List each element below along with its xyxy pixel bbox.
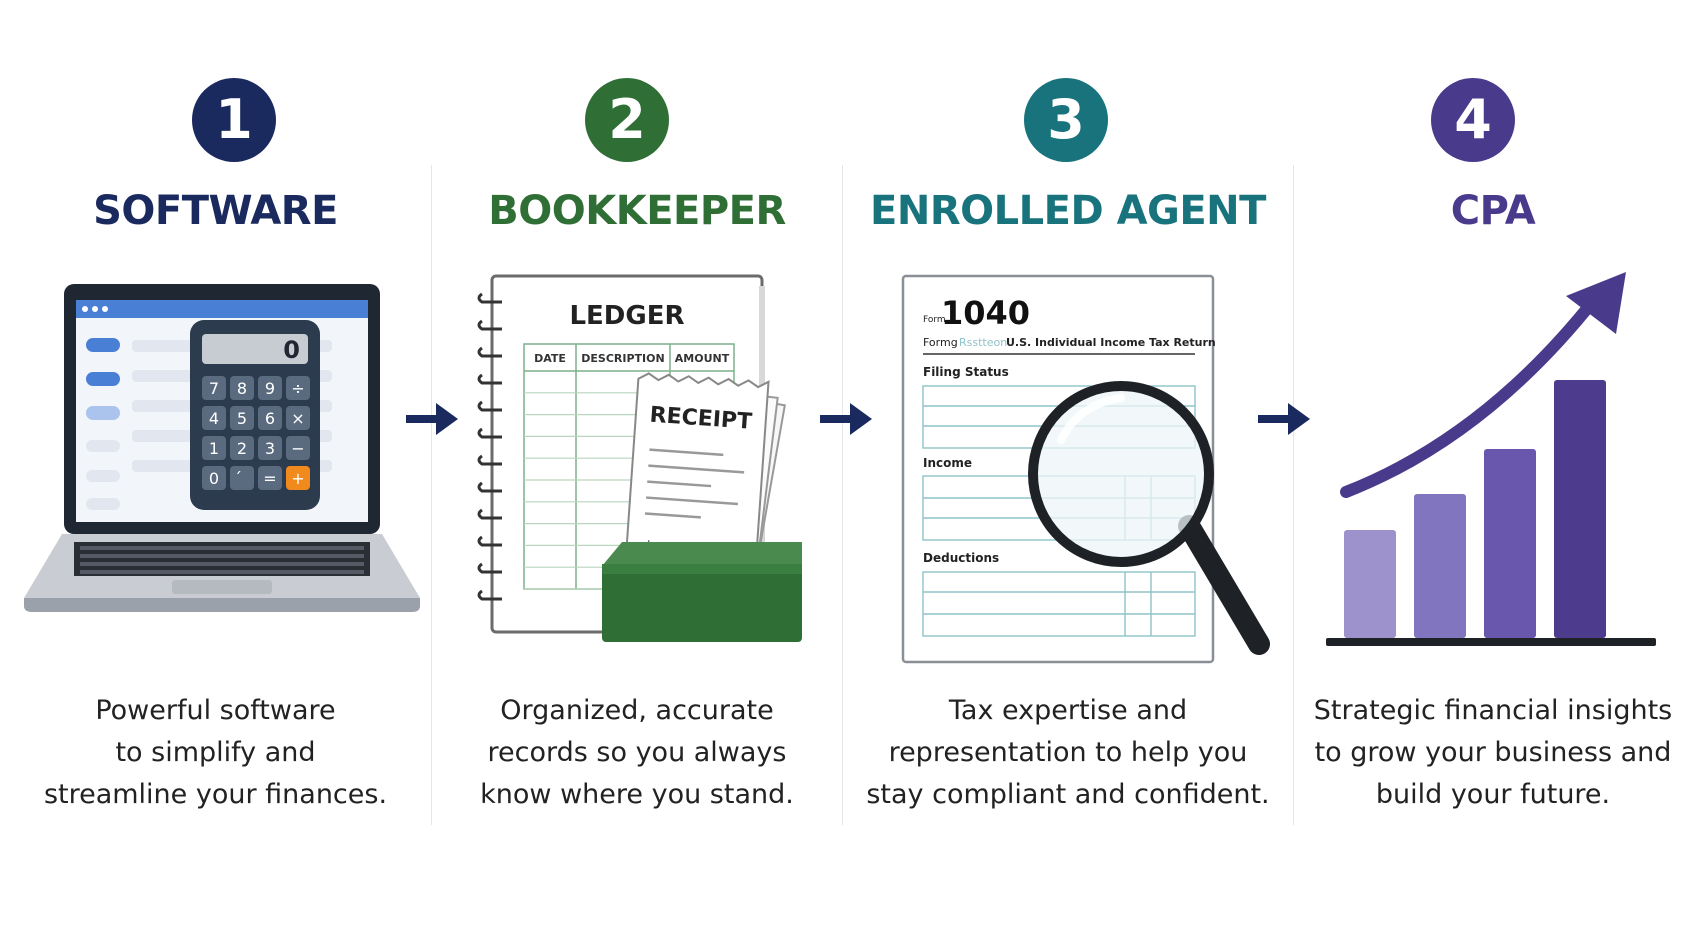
calculator-key <box>258 436 282 460</box>
step-number-badge: 1 <box>192 78 276 162</box>
spiral-ring <box>477 454 502 466</box>
divider-1 <box>431 165 432 825</box>
step-title: BOOKKEEPER <box>488 188 786 234</box>
calculator-key-label: 5 <box>237 409 247 428</box>
step-title: SOFTWARE <box>93 188 338 234</box>
calculator-key-label: − <box>291 439 304 458</box>
laptop-calculator-icon: 0 789÷456×123−0́=+ <box>24 284 420 612</box>
spiral-ring <box>477 589 502 601</box>
calculator-key-label: 1 <box>209 439 219 458</box>
divider-3 <box>1293 165 1294 825</box>
spiral-ring <box>477 481 502 493</box>
form-label: Form <box>923 315 946 325</box>
calculator-key-label: 9 <box>265 379 275 398</box>
spiral-ring <box>477 373 502 385</box>
calculator-key <box>230 406 254 430</box>
step-number-badge: 2 <box>585 78 669 162</box>
growth-bar <box>1484 449 1536 638</box>
step-number-badge: 4 <box>1431 78 1515 162</box>
spiral-ring <box>477 508 502 520</box>
calculator-key-label: 6 <box>265 409 275 428</box>
step-title: CPA <box>1450 188 1536 234</box>
step-bookkeeper: 2 BOOKKEEPER LEDGER DATE DESCRIPTION AMO… <box>432 0 842 930</box>
spiral-ring <box>477 292 502 304</box>
calculator-key <box>230 376 254 400</box>
step-description: Organized, accurate records so you alway… <box>480 695 794 810</box>
growth-bar <box>1554 380 1606 638</box>
calculator-key-label: 3 <box>265 439 275 458</box>
step-description: Strategic financial insights to grow you… <box>1313 695 1673 810</box>
growth-bar <box>1414 494 1466 638</box>
ledger-receipt-icon: LEDGER DATE DESCRIPTION AMOUNT RECEIPT <box>477 274 802 642</box>
step-enrolled-agent: 3 ENROLLED AGENT Form 1040 Formg Rsstteo… <box>843 0 1293 930</box>
calculator-key <box>258 376 282 400</box>
calculator-key-label: 0 <box>209 469 219 488</box>
calculator-display: 0 <box>283 336 300 364</box>
spiral-ring <box>477 400 502 412</box>
calculator-key-label: = <box>263 469 276 488</box>
calculator-key <box>258 466 282 490</box>
form-section-filing-status: Filing Status <box>923 365 1009 379</box>
calculator-key <box>202 406 226 430</box>
step-title: ENROLLED AGENT <box>870 188 1266 234</box>
calculator-key-label: 4 <box>209 409 219 428</box>
step-description: Powerful software to simplify and stream… <box>43 695 388 810</box>
growth-chart-icon <box>1326 272 1656 646</box>
calculator-key <box>230 436 254 460</box>
calculator-key-label: 2 <box>237 439 247 458</box>
form-subtitle-prefix: Formg <box>923 336 958 349</box>
ledger-title: LEDGER <box>569 301 684 331</box>
calculator-key-label: + <box>291 469 304 488</box>
spiral-ring <box>477 319 502 331</box>
step-cpa: 4 CPA Strategic financial insights to gr… <box>1294 0 1692 930</box>
calculator-key <box>286 406 310 430</box>
ledger-column-amount: AMOUNT <box>675 352 730 365</box>
calculator-key <box>286 436 310 460</box>
form-section-income: Income <box>923 456 972 470</box>
calculator-key <box>258 406 282 430</box>
arrow-right-icon <box>406 403 458 435</box>
tax-form-magnifier-icon: Form 1040 Formg Rsstteon U.S. Individual… <box>901 274 1270 664</box>
growth-bar <box>1344 530 1396 638</box>
step-software: 1 SOFTWARE 0 789÷456×123−0́= <box>0 0 431 930</box>
calculator-keys: 789÷456×123−0́=+ <box>202 376 310 490</box>
spiral-ring <box>477 562 502 574</box>
form-section-deductions: Deductions <box>923 551 999 565</box>
form-number: 1040 <box>941 294 1030 332</box>
step-number-badge: 3 <box>1024 78 1108 162</box>
ledger-column-description: DESCRIPTION <box>581 352 664 365</box>
calculator-key <box>286 466 310 490</box>
spiral-ring <box>477 427 502 439</box>
calculator-key <box>286 376 310 400</box>
arrow-right-icon <box>1258 403 1310 435</box>
calculator-key <box>230 466 254 490</box>
step-description: Tax expertise and representation to help… <box>866 695 1270 810</box>
calculator-key <box>202 466 226 490</box>
calculator-key-label: 7 <box>209 379 219 398</box>
form-subtitle: U.S. Individual Income Tax Return <box>1006 336 1216 349</box>
arrow-right-icon <box>820 403 872 435</box>
calculator-key-label: × <box>291 409 304 428</box>
calculator-key <box>202 376 226 400</box>
calculator-key-label: ÷ <box>291 379 304 398</box>
calculator-key-label: 8 <box>237 379 247 398</box>
calculator-key <box>202 436 226 460</box>
ledger-column-date: DATE <box>534 352 566 365</box>
spiral-ring <box>477 535 502 547</box>
form-subtitle-faded: Rsstteon <box>959 336 1007 349</box>
divider-2 <box>842 165 843 825</box>
spiral-ring <box>477 346 502 358</box>
